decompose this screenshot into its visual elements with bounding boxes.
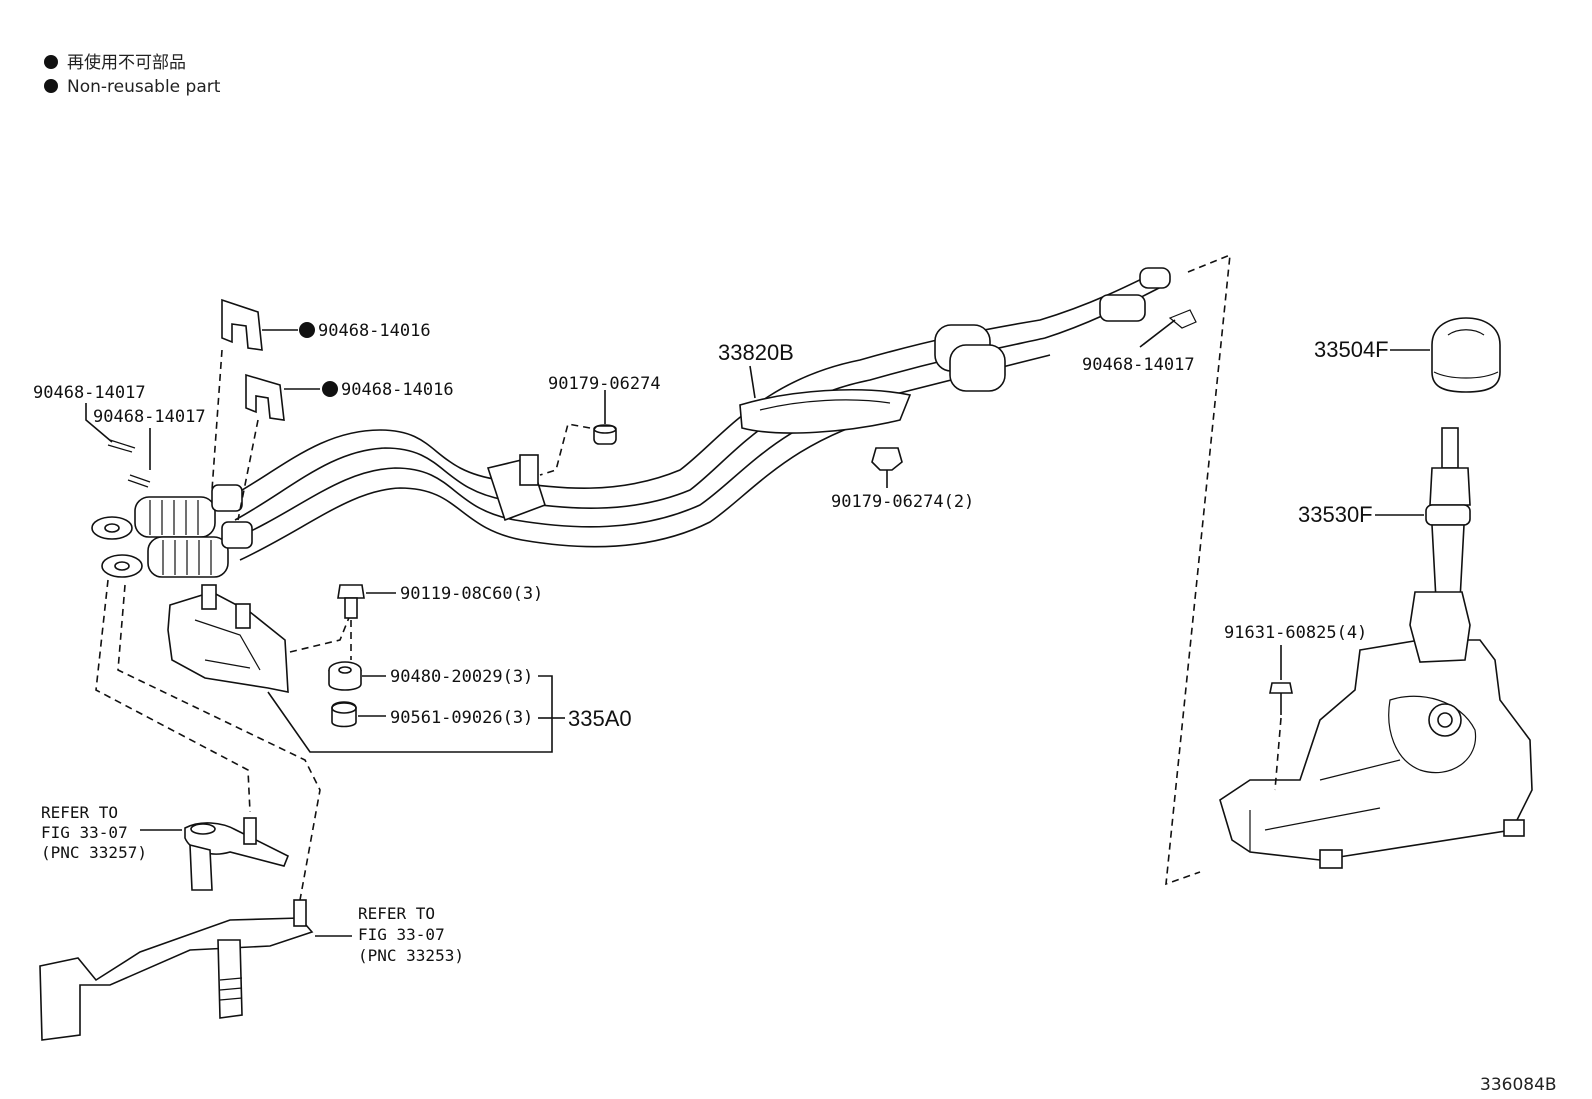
callout-90468-14016-a: 90468-14016 — [318, 321, 431, 341]
callout-90179-06274-2: 90179-06274(2) — [831, 492, 974, 512]
svg-text:FIG 33-07: FIG 33-07 — [358, 925, 445, 944]
callout-90179-06274: 90179-06274 — [548, 374, 661, 394]
shift-cable-assembly — [91, 267, 1171, 578]
callout-90480-20029: 90480-20029(3) — [390, 667, 533, 687]
cotter-pin-1 — [107, 439, 136, 453]
svg-text:FIG 33-07: FIG 33-07 — [41, 823, 128, 842]
reference-pnc-33257: REFER TO FIG 33-07 (PNC 33257) — [41, 803, 147, 862]
callout-33504F: 33504F — [1314, 337, 1389, 362]
cable-bracket — [167, 584, 289, 693]
shift-lever — [1425, 427, 1471, 601]
cable-end-eye-upper — [91, 516, 133, 540]
flange-nut — [871, 447, 903, 471]
legend-text-en: Non-reusable part — [67, 77, 221, 97]
legend-text-jp: 再使用不可部品 — [67, 52, 186, 73]
shifter-group-outline — [1165, 253, 1231, 886]
callout-90561-09026: 90561-09026(3) — [390, 708, 533, 728]
cotter-pin-2 — [127, 474, 151, 488]
svg-text:(PNC 33253): (PNC 33253) — [358, 946, 464, 965]
retainer-clip-2 — [245, 373, 285, 421]
cable-end-eye-lower — [101, 554, 143, 578]
callout-90468-14017-a: 90468-14017 — [33, 383, 146, 403]
svg-text:REFER TO: REFER TO — [41, 803, 118, 822]
shift-lever-arm — [39, 899, 314, 1041]
callout-90468-14016-b: 90468-14016 — [341, 380, 454, 400]
housing-bolt — [1269, 682, 1293, 694]
nut-90179-06274 — [593, 425, 617, 445]
cotter-pin-3 — [1168, 309, 1197, 329]
non-reusable-bullet-icon — [44, 79, 58, 93]
callout-33820B: 33820B — [718, 340, 794, 365]
callout-90468-14017-b: 90468-14017 — [93, 407, 206, 427]
figure-id: 336084B — [1480, 1075, 1557, 1095]
callout-33530F: 33530F — [1298, 502, 1373, 527]
reference-pnc-33253: REFER TO FIG 33-07 (PNC 33253) — [358, 904, 464, 965]
bolt-90119 — [337, 584, 365, 619]
select-lever — [184, 817, 290, 891]
retainer-clip-1 — [221, 298, 263, 351]
non-reusable-marker-icon — [322, 381, 338, 397]
shift-knob — [1431, 317, 1501, 393]
cable-boot-upper — [134, 496, 216, 538]
callout-91631-60825: 91631-60825(4) — [1224, 623, 1367, 643]
shifter-housing — [1219, 591, 1533, 869]
svg-text:REFER TO: REFER TO — [358, 904, 435, 923]
non-reusable-bullet-icon — [44, 55, 58, 69]
bushing-90480 — [328, 661, 362, 691]
cable-boot-lower — [147, 536, 229, 578]
legend: 再使用不可部品 Non-reusable part — [44, 52, 221, 97]
callout-90468-14017-c: 90468-14017 — [1082, 355, 1195, 375]
callout-335A0: 335A0 — [568, 706, 632, 731]
cable-floor-plate — [739, 388, 912, 434]
svg-text:(PNC 33257): (PNC 33257) — [41, 843, 147, 862]
callout-90119-08C60: 90119-08C60(3) — [400, 584, 543, 604]
collar-90561 — [331, 701, 357, 728]
non-reusable-marker-icon — [299, 322, 315, 338]
